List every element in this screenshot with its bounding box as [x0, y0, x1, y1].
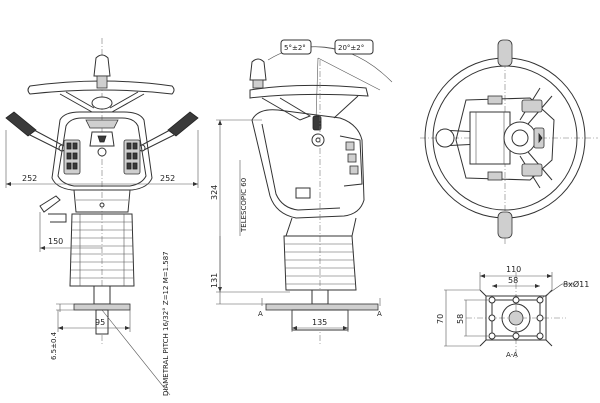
section-mark-left: A	[258, 310, 263, 318]
telescopic-label: TELESCOPIC 60	[240, 178, 248, 233]
dim-base-height: 6.5±0.4	[50, 331, 58, 360]
dim-lower-width: 150	[48, 237, 63, 246]
front-dimensions: 252 252 150 95 6.5±0.4 DIAMETRAL PITCH 1…	[5, 130, 199, 396]
dim-flange-inner-height: 58	[456, 314, 465, 324]
steering-wheel-side	[249, 58, 369, 121]
left-lever	[5, 111, 66, 152]
side-view: 5°±2° 20°±2°	[210, 39, 393, 345]
tilt-angles: 5°±2° 20°±2°	[267, 39, 393, 121]
column-boot-side	[265, 60, 379, 345]
dim-total-height: 324	[210, 185, 219, 200]
console-body-front	[51, 111, 153, 191]
tilt-forward-angle: 20°±2°	[338, 44, 364, 52]
section-label-aa: A-A	[506, 351, 518, 359]
dim-diametral-pitch: DIAMETRAL PITCH 16/32° Z=12 M=1.587	[162, 251, 170, 396]
column-boot-front	[39, 189, 135, 335]
flange-hole-callout: 8xØ11	[563, 279, 589, 289]
flange-section: 110 58 70 58 8xØ11 A-A	[436, 265, 589, 359]
dim-side-base-width: 135	[312, 318, 327, 327]
console-body-side	[251, 109, 365, 219]
side-dimensions: 324 131 TELESCOPIC 60 135 A A	[210, 119, 382, 332]
dim-flange-inner-width: 58	[508, 276, 518, 285]
top-view	[420, 39, 598, 246]
front-view: 252 252 150 95 6.5±0.4 DIAMETRAL PITCH 1…	[5, 38, 199, 396]
dim-width-left: 252	[22, 174, 37, 183]
section-mark-right: A	[377, 310, 382, 318]
dim-flange-outer-height: 70	[436, 314, 445, 324]
dim-lower-height: 131	[210, 273, 219, 288]
tilt-back-angle: 5°±2°	[284, 44, 306, 52]
dim-flange-outer-width: 110	[506, 265, 521, 274]
dim-width-right: 252	[160, 174, 175, 183]
dim-base-width: 95	[95, 318, 105, 327]
